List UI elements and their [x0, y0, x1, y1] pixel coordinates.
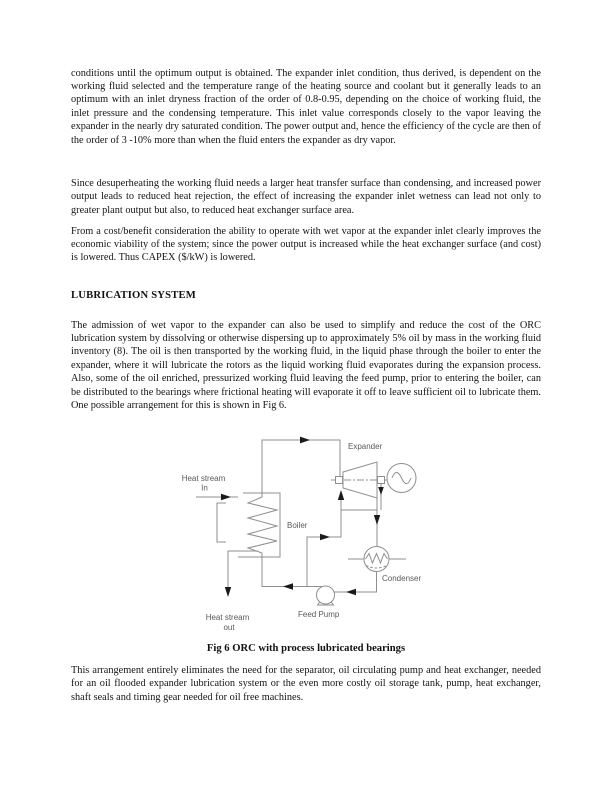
heat-out-line: [227, 550, 258, 589]
right-bearing-symbol: [377, 476, 385, 484]
paragraph-desuperheating: Since desuperheating the working fluid n…: [71, 178, 541, 216]
pipe-bearing-feed: [306, 497, 342, 587]
condenser-coil: [365, 552, 388, 565]
pipe-boiler-to-expander: [261, 439, 341, 493]
heat-stream-out-label-1: Heat stream: [206, 613, 250, 622]
flow-arrow-down-icon: [373, 515, 381, 525]
boiler-inner-baffle: [216, 502, 226, 543]
heat-stream-in-label-1: Heat stream: [182, 474, 226, 483]
sine-wave-icon: [391, 471, 412, 485]
feed-pump-label: Feed Pump: [298, 610, 340, 619]
pipe-pump-to-boiler: [261, 557, 325, 587]
flow-arrow-down-icon: [378, 487, 384, 495]
figure-caption: Fig 6 ORC with process lubricated bearin…: [206, 642, 406, 654]
left-bearing-symbol: [335, 476, 343, 484]
section-heading-lubrication-system: LUBRICATION SYSTEM: [71, 290, 196, 301]
paragraph-arrangement-benefits: This arrangement entirely eliminates the…: [71, 665, 541, 703]
paragraph-expander-inlet: conditions until the optimum output is o…: [71, 67, 541, 146]
paragraph-cost-benefit: From a cost/benefit consideration the ab…: [71, 225, 541, 264]
condenser-liquid-level: [365, 565, 388, 569]
flow-arrow-left-icon: [283, 583, 293, 590]
pipe-condenser-to-pump: [334, 571, 377, 593]
flow-arrow-left-icon: [346, 588, 356, 596]
flow-arrow-right-icon: [300, 436, 310, 444]
boiler-coil: [246, 493, 279, 557]
heat-out-arrow-icon: [224, 587, 232, 597]
paragraph-lubrication: The admission of wet vapor to the expand…: [71, 319, 541, 411]
feed-pump-symbol: [316, 585, 335, 605]
boiler-label: Boiler: [287, 521, 308, 530]
condenser-label: Condenser: [382, 574, 421, 583]
heat-stream-out-label-2: out: [223, 623, 235, 632]
flow-arrow-right-icon: [320, 533, 330, 541]
heat-in-arrow-icon: [221, 493, 231, 501]
figure-orc-diagram: Heat stream In Heat stream out Boiler Ex…: [182, 436, 421, 632]
heat-stream-in-label-2: In: [201, 484, 208, 493]
flow-arrow-up-icon: [337, 490, 345, 500]
expander-label: Expander: [348, 442, 383, 451]
